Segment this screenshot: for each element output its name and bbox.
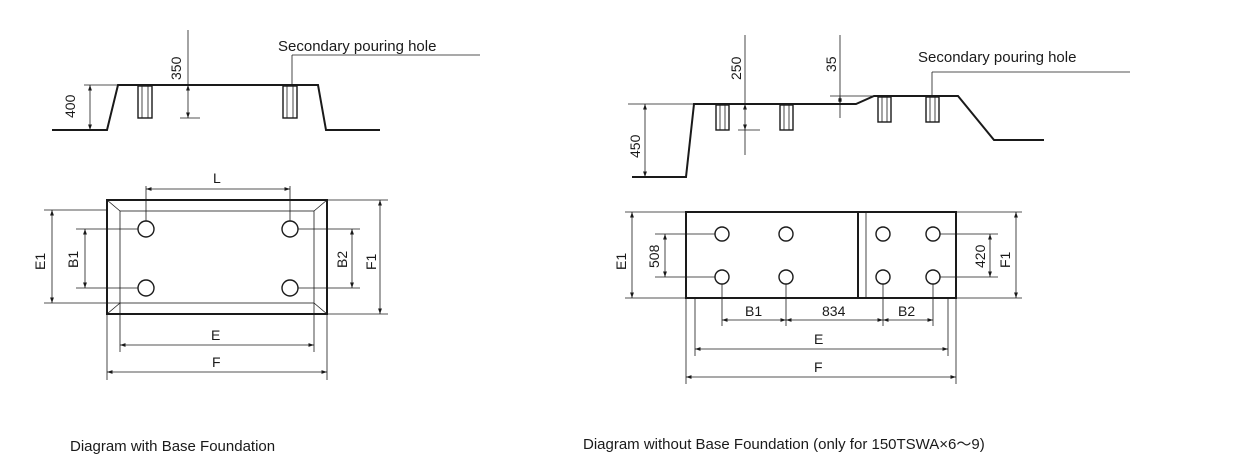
left-dim-B1: B1 xyxy=(65,251,81,268)
right-pouring-hole-4 xyxy=(925,96,940,123)
left-bolt-hole-4 xyxy=(281,279,299,297)
left-dim-L: L xyxy=(213,170,221,186)
left-bolt-hole-2 xyxy=(281,220,299,238)
right-diagram: 250 35 450 Secondary pouring hole xyxy=(583,35,1130,453)
left-caption: Diagram with Base Foundation xyxy=(70,438,275,455)
left-pouring-hole-2 xyxy=(282,85,298,119)
left-bolt-hole-3 xyxy=(137,279,155,297)
left-dim-F: F xyxy=(212,354,221,370)
left-dim-400: 400 xyxy=(62,94,78,118)
left-pouring-hole-1 xyxy=(137,85,153,119)
right-dim-420: 420 xyxy=(972,244,988,268)
left-dim-350: 350 xyxy=(168,56,184,80)
right-bolt-hole-6 xyxy=(778,269,794,285)
left-dim-B2: B2 xyxy=(334,251,350,268)
left-dim-E: E xyxy=(211,327,220,343)
left-dim-E1: E1 xyxy=(32,253,48,270)
left-secondary-pouring-hole-label: Secondary pouring hole xyxy=(278,38,436,55)
right-secondary-pouring-hole-label: Secondary pouring hole xyxy=(918,49,1076,66)
right-caption: Diagram without Base Foundation (only fo… xyxy=(583,436,985,453)
right-dim-35: 35 xyxy=(823,56,839,72)
right-bolt-hole-7 xyxy=(875,269,891,285)
right-dim-508: 508 xyxy=(646,244,662,268)
right-bolt-hole-2 xyxy=(778,226,794,242)
left-side-elevation xyxy=(52,30,480,131)
right-dim-F: F xyxy=(814,359,823,375)
left-diagram: 400 350 Secondary pouring hole xyxy=(32,30,480,455)
right-dim-450: 450 xyxy=(627,134,643,158)
right-dim-E: E xyxy=(814,331,823,347)
right-plan-view xyxy=(625,211,1022,384)
right-bolt-hole-4 xyxy=(925,226,941,242)
right-bolt-hole-5 xyxy=(714,269,730,285)
right-bolt-hole-1 xyxy=(714,226,730,242)
right-bolt-hole-8 xyxy=(925,269,941,285)
right-dim-250: 250 xyxy=(728,56,744,80)
right-pouring-hole-3 xyxy=(877,96,892,123)
right-dim-834: 834 xyxy=(822,303,846,319)
left-plan-view xyxy=(44,186,388,380)
right-dim-E1: E1 xyxy=(613,253,629,270)
right-dim-F1: F1 xyxy=(997,251,1013,268)
right-bolt-hole-3 xyxy=(875,226,891,242)
right-pouring-hole-1 xyxy=(715,104,730,131)
right-side-elevation xyxy=(628,35,1130,178)
right-pouring-hole-2 xyxy=(779,104,794,131)
left-dim-F1: F1 xyxy=(363,253,379,270)
right-dim-B2: B2 xyxy=(898,303,915,319)
right-dim-B1: B1 xyxy=(745,303,762,319)
left-bolt-hole-1 xyxy=(137,220,155,238)
